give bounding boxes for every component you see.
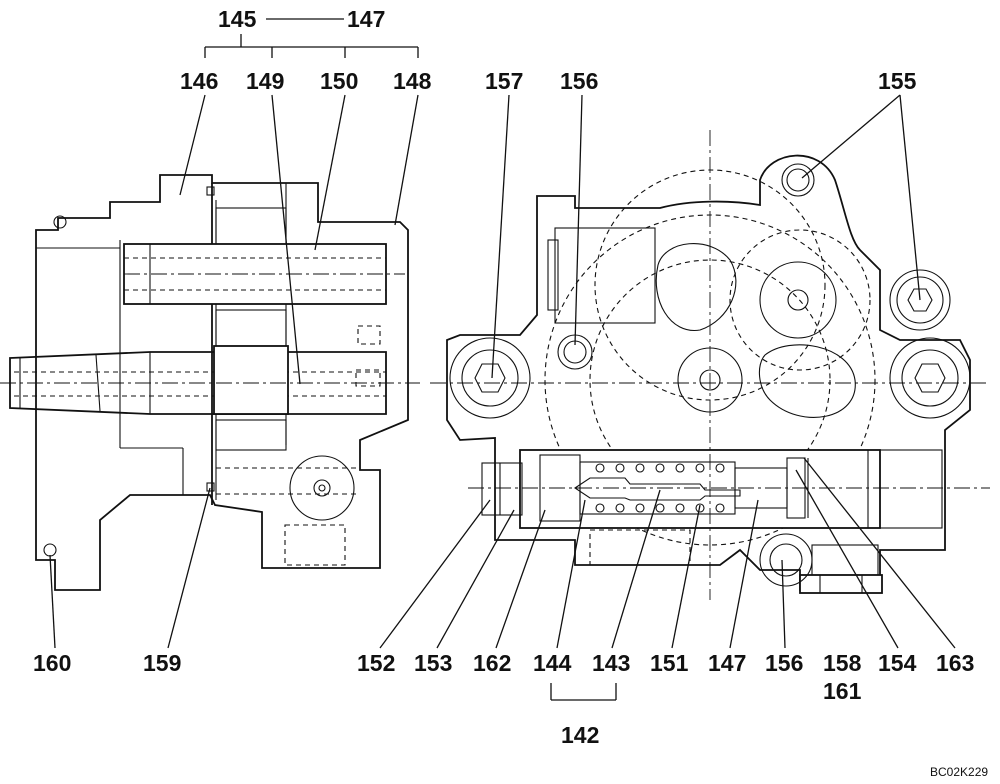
label-146: 146 — [180, 68, 218, 94]
label-163: 163 — [936, 650, 974, 676]
label-143: 143 — [592, 650, 630, 676]
label-145: 145 — [218, 6, 257, 32]
spring — [595, 463, 725, 513]
label-159: 159 — [143, 650, 181, 676]
label-147-top: 147 — [347, 6, 385, 32]
label-150: 150 — [320, 68, 358, 94]
label-144: 144 — [533, 650, 572, 676]
label-161: 161 — [823, 678, 862, 704]
label-153: 153 — [414, 650, 452, 676]
label-157: 157 — [485, 68, 523, 94]
label-156-bottom: 156 — [765, 650, 803, 676]
label-149: 149 — [246, 68, 284, 94]
label-148: 148 — [393, 68, 432, 94]
label-160: 160 — [33, 650, 71, 676]
label-152: 152 — [357, 650, 395, 676]
drawing-code: BC02K229 — [930, 765, 988, 779]
leader-lines — [49, 18, 956, 701]
label-156-top: 156 — [560, 68, 598, 94]
label-162: 162 — [473, 650, 511, 676]
label-155: 155 — [878, 68, 917, 94]
pump-side-view — [0, 174, 420, 591]
pump-front-view — [430, 130, 990, 600]
callout-labels: 145 147 146 149 150 148 157 156 155 160 … — [33, 6, 988, 779]
label-142: 142 — [561, 722, 599, 748]
label-151: 151 — [650, 650, 689, 676]
label-158: 158 — [823, 650, 862, 676]
label-154: 154 — [878, 650, 917, 676]
label-147-bottom: 147 — [708, 650, 746, 676]
